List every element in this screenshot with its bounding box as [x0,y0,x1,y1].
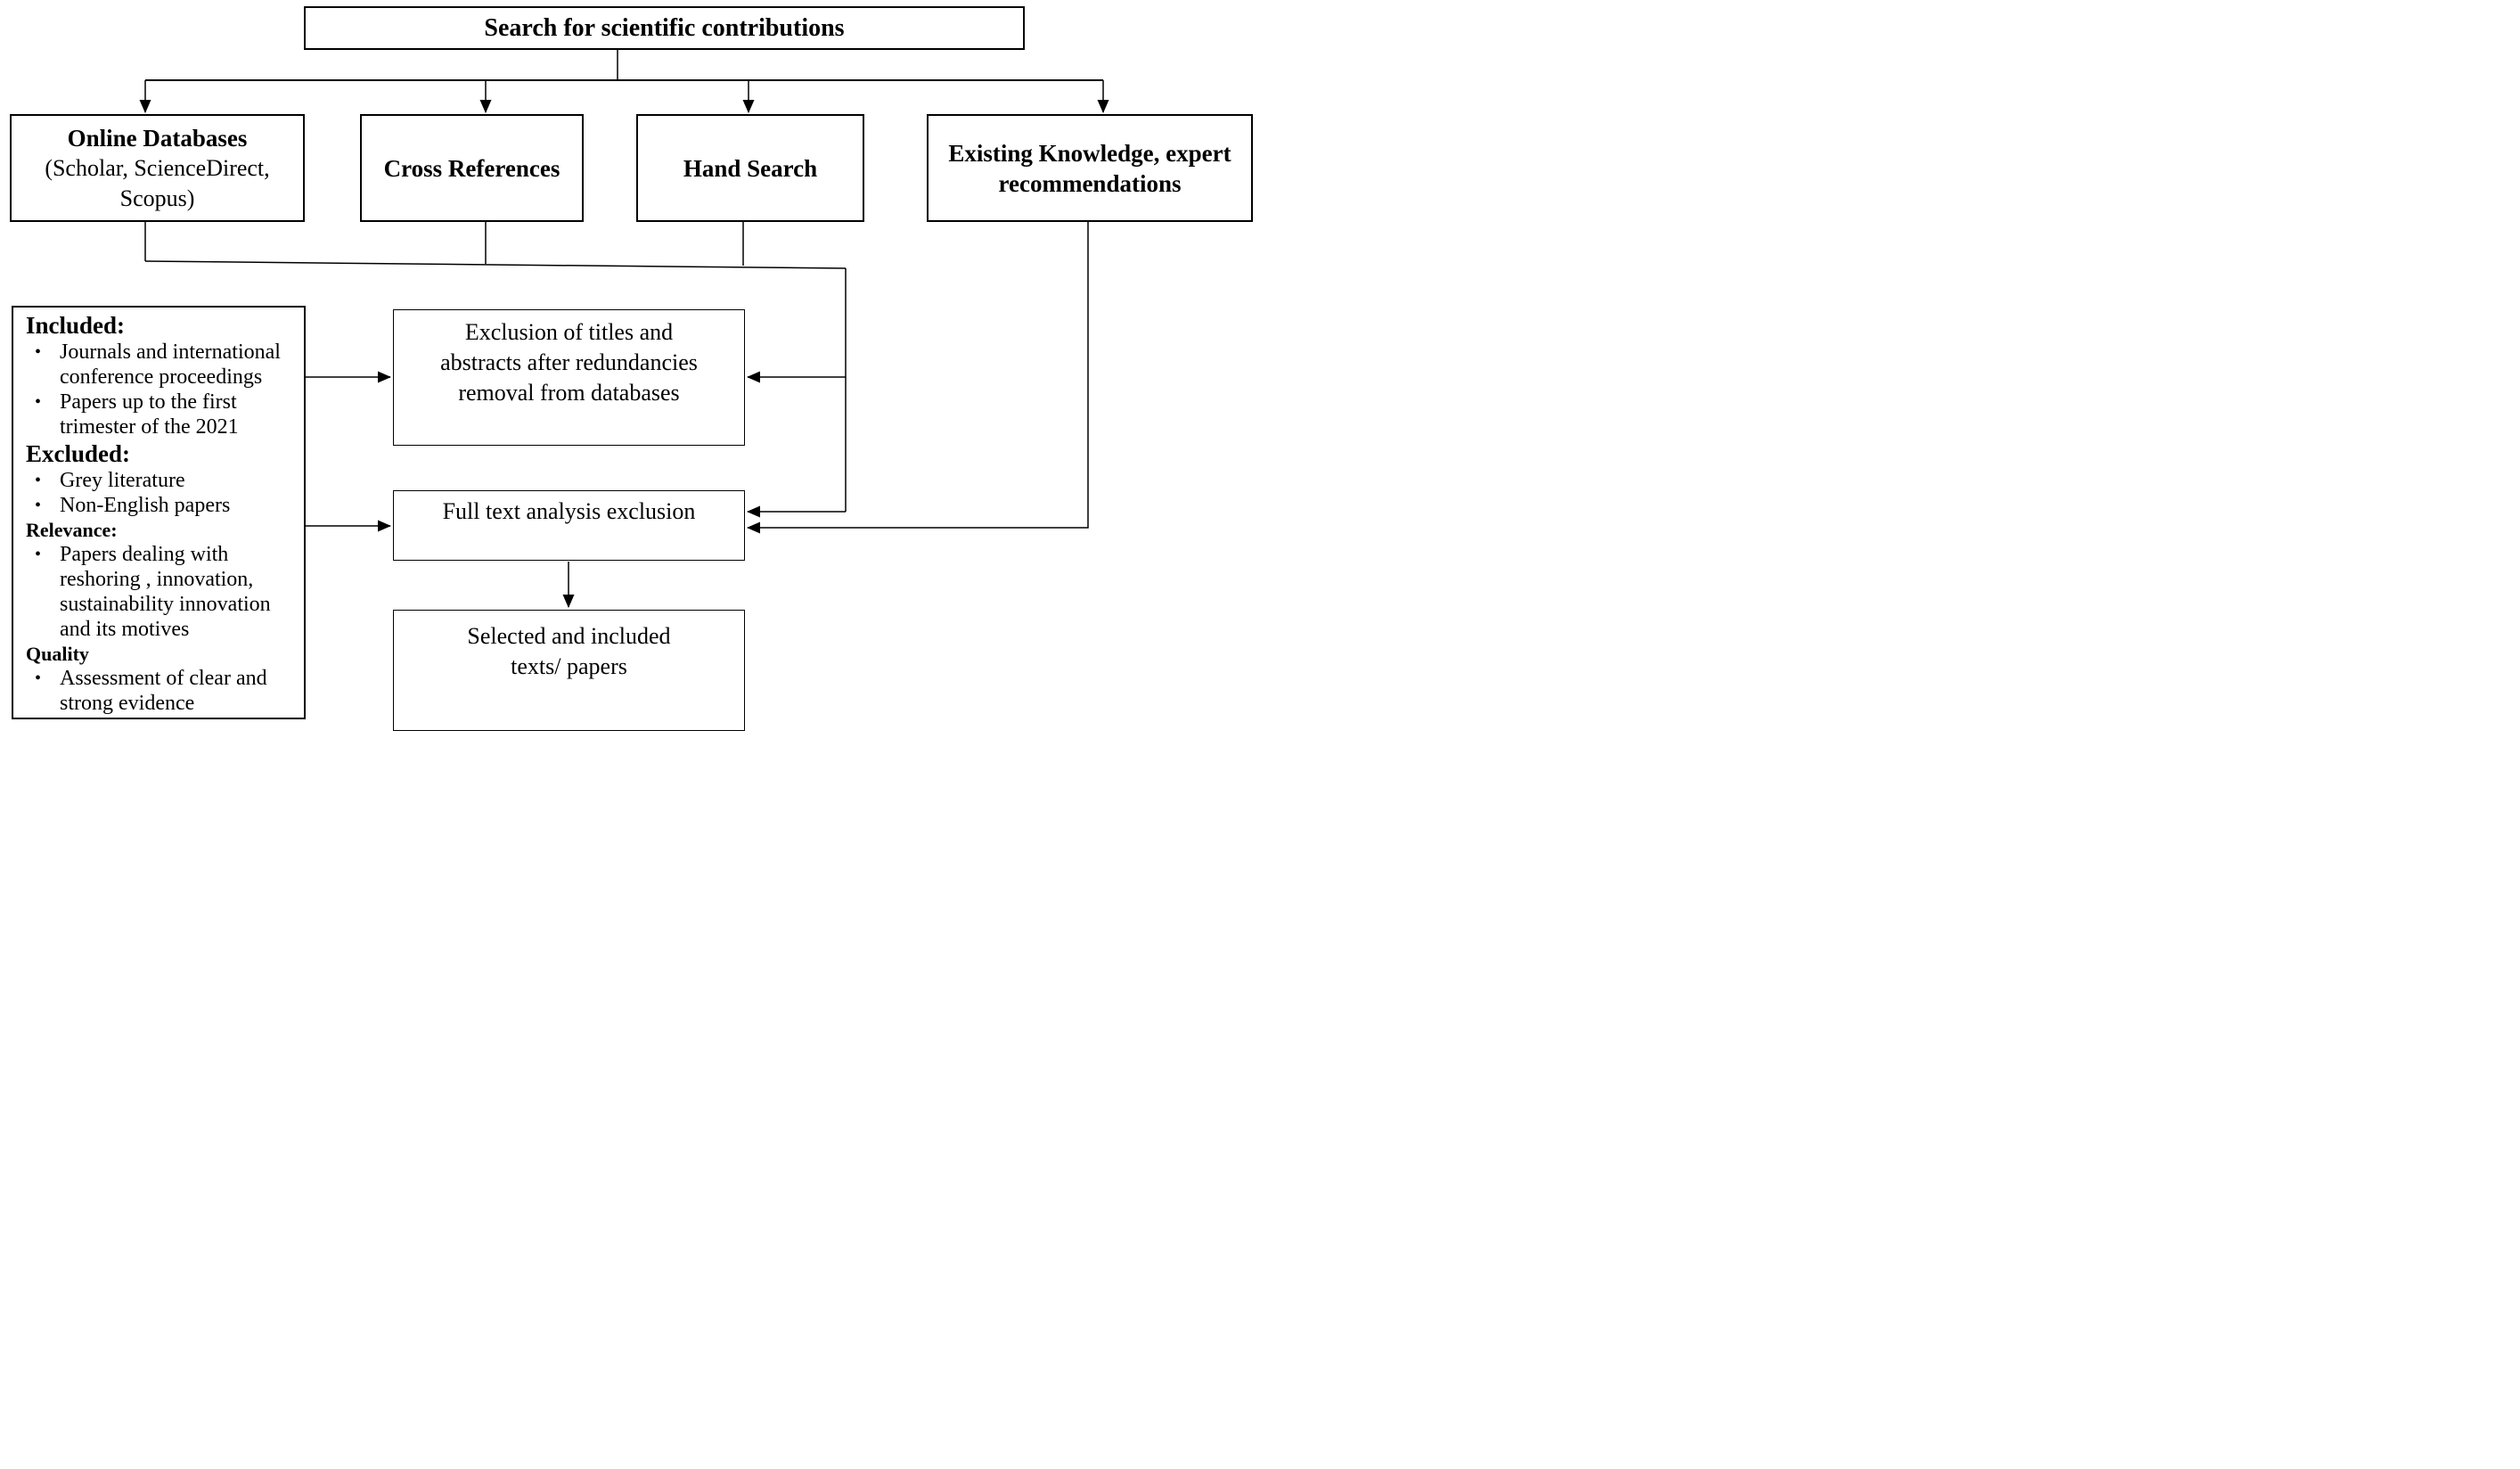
source-box-title: Cross References [383,154,560,182]
bullet-marker: • [35,392,42,412]
list-item-text: Journals and international conference pr… [60,341,281,389]
list-item: • Grey literature [26,468,299,493]
flowchart: Search for scientific contributions Onli… [0,0,1260,734]
list-item-text: Grey literature [60,469,185,492]
full-text-box: Full text analysis exclusion [393,490,745,561]
list-item-text: Papers dealing with reshoring , innovati… [60,543,271,641]
source-box-subtitle: (Scholar, ScienceDirect, Scopus) [45,154,270,211]
search-box: Search for scientific contributions [304,6,1025,50]
source-box-title: Hand Search [683,154,818,182]
list-item: • Papers up to the first trimester of th… [26,390,299,439]
exclusion-box: Exclusion of titles and abstracts after … [393,309,745,446]
source-box-cross-references: Cross References [360,114,584,222]
bullet-marker: • [35,545,42,564]
source-box-title: Existing Knowledge, expert recommendatio… [948,139,1231,197]
selected-box-label: Selected and included texts/ papers [467,623,671,679]
bullet-marker: • [35,669,42,688]
source-box-online-databases: Online Databases (Scholar, ScienceDirect… [10,114,305,222]
list-item-text: Non-English papers [60,494,231,517]
source-box-hand-search: Hand Search [636,114,864,222]
connector-lines [139,50,1109,608]
bullet-marker: • [35,342,42,362]
source-box-existing-knowledge: Existing Knowledge, expert recommendatio… [927,114,1253,222]
bullet-marker: • [35,496,42,515]
search-box-label: Search for scientific contributions [484,13,845,42]
exclusion-box-label: Exclusion of titles and abstracts after … [440,319,698,406]
full-text-box-label: Full text analysis exclusion [442,498,696,524]
arrow-existing-to-fulltext [747,222,1089,534]
criteria-header-relevance: Relevance: [26,519,118,541]
criteria-panel: Included: • Journals and international c… [12,306,306,719]
h-collector-line [144,260,847,269]
list-item: • Papers dealing with reshoring , innova… [26,542,299,642]
list-item-text: Assessment of clear and strong evidence [60,667,267,715]
list-item: • Journals and international conference … [26,340,299,390]
criteria-header-excluded: Excluded: [26,440,131,467]
list-item-text: Papers up to the first trimester of the … [60,390,239,439]
criteria-header-included: Included: [26,312,126,339]
source-box-title: Online Databases [67,124,248,152]
criteria-header-quality: Quality [26,643,89,665]
list-item: • Non-English papers [26,493,299,518]
bullet-marker: • [35,471,42,490]
list-item: • Assessment of clear and strong evidenc… [26,666,299,716]
selected-box: Selected and included texts/ papers [393,610,745,731]
